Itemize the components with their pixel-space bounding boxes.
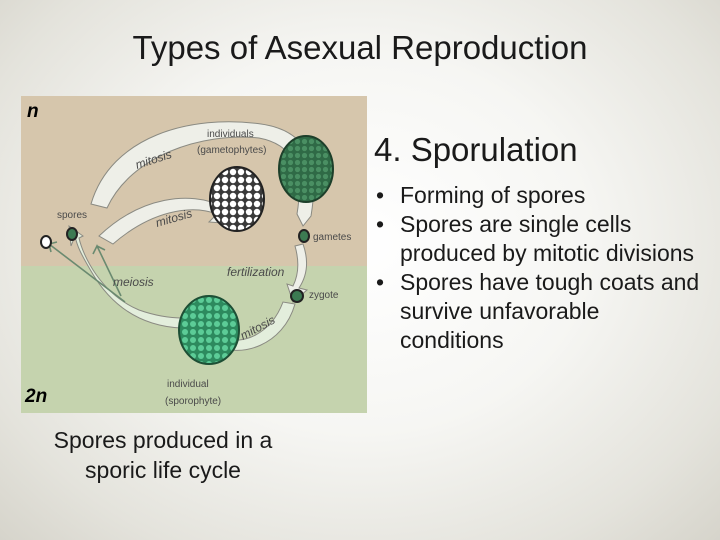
ploidy-n: n — [27, 101, 39, 122]
slide-title: Types of Asexual Reproduction — [132, 29, 588, 66]
mitosis-upper-arrow — [90, 121, 315, 227]
figure-caption: Spores produced in a sporic life cycle — [53, 427, 273, 483]
label-gametes: gametes — [313, 232, 351, 243]
label-meiosis: meiosis — [113, 275, 154, 289]
label-zygote: zygote — [309, 290, 339, 301]
label-individual: individual — [167, 379, 209, 390]
label-gametophytes: (gametophytes) — [197, 145, 266, 156]
gametophyte-dark — [278, 135, 334, 203]
bullet-item: • Spores are single cells produced by mi… — [372, 210, 702, 268]
bullet-item: • Spores have tough coats and survive un… — [372, 268, 702, 355]
label-fertilization: fertilization — [227, 265, 285, 279]
gametophyte-white — [209, 166, 265, 232]
spore — [40, 235, 52, 249]
spore — [66, 227, 78, 241]
label-individuals: individuals — [207, 129, 254, 140]
bullet-text: Spores have tough coats and survive unfa… — [400, 269, 700, 353]
bullet-dot: • — [376, 182, 385, 208]
bullet-dot: • — [376, 269, 385, 295]
bullet-text: Spores are single cells produced by mito… — [400, 211, 695, 266]
fertilization-arrow — [286, 243, 309, 303]
label-spores: spores — [57, 210, 87, 221]
label-sporophyte: (sporophyte) — [165, 396, 221, 407]
section-heading: 4. Sporulation — [374, 131, 578, 168]
ploidy-2n: 2n — [24, 386, 47, 407]
gamete — [298, 229, 310, 243]
bullet-list: • Forming of spores • Spores are single … — [372, 181, 702, 355]
sporic-life-cycle-diagram: n 2n individuals (gametophytes) mitosis … — [21, 96, 367, 413]
zygote — [290, 289, 304, 303]
bullet-text: Forming of spores — [400, 182, 586, 208]
bullet-item: • Forming of spores — [372, 181, 702, 210]
bullet-dot: • — [376, 211, 385, 237]
sporophyte — [178, 295, 240, 365]
